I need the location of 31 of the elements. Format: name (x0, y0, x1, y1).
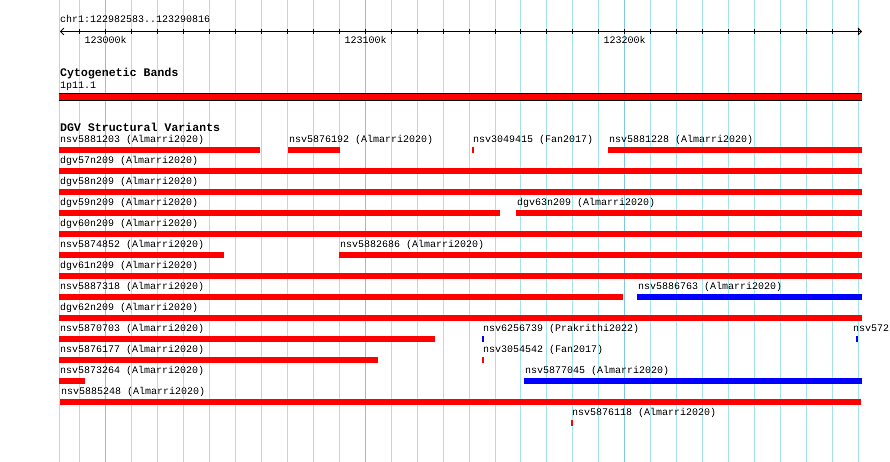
variant-label: nsv5882686 (Almarri2020) (340, 240, 484, 251)
variant-label: dgv57n209 (Almarri2020) (60, 156, 198, 167)
region-label: chr1:122982583..123290816 (60, 15, 210, 26)
tick-label: 123000k (84, 36, 127, 47)
tick-label: 123100k (344, 36, 387, 47)
track-title: Cytogenetic Bands (60, 67, 178, 80)
variant-label: nsv5876192 (Almarri2020) (289, 135, 434, 146)
variant-label: dgv62n209 (Almarri2020) (60, 303, 198, 314)
track-title: DGV Structural Variants (60, 122, 220, 134)
variant-label: nsv5881203 (Almarri2020) (60, 135, 204, 146)
variant-label: nsv5881228 (Almarri2020) (609, 135, 754, 146)
variant-label: nsv5887318 (Almarri2020) (60, 282, 204, 293)
variant-label: nsv5885248 (Almarri2020) (61, 387, 206, 398)
variant-label: nsv5877045 (Almarri2020) (525, 366, 670, 377)
variant-label: dgv59n209 (Almarri2020) (60, 198, 198, 209)
variant-label: nsv572 (853, 324, 890, 335)
variant-label: nsv5886763 (Almarri2020) (638, 282, 782, 293)
variant-label: nsv5874852 (Almarri2020) (60, 240, 204, 251)
band-label: 1p11.1 (60, 81, 96, 92)
variant-label: dgv61n209 (Almarri2020) (60, 261, 198, 272)
variant-label: nsv3054542 (Fan2017) (483, 345, 604, 356)
tick-label: 123200k (604, 36, 646, 47)
variant-label: nsv5870703 (Almarri2020) (60, 324, 204, 335)
variant-label: nsv6256739 (Prakrithi2022) (483, 324, 640, 335)
variant-label: dgv63n209 (Almarri2020) (517, 198, 656, 209)
variant-label: nsv5876177 (Almarri2020) (60, 345, 204, 356)
variant-label: nsv5873264 (Almarri2020) (60, 366, 204, 377)
variant-label: nsv5876118 (Almarri2020) (572, 408, 716, 419)
variant-label: dgv60n209 (Almarri2020) (60, 219, 198, 230)
variant-label: nsv3049415 (Fan2017) (473, 135, 594, 146)
variant-label: dgv58n209 (Almarri2020) (60, 177, 198, 188)
